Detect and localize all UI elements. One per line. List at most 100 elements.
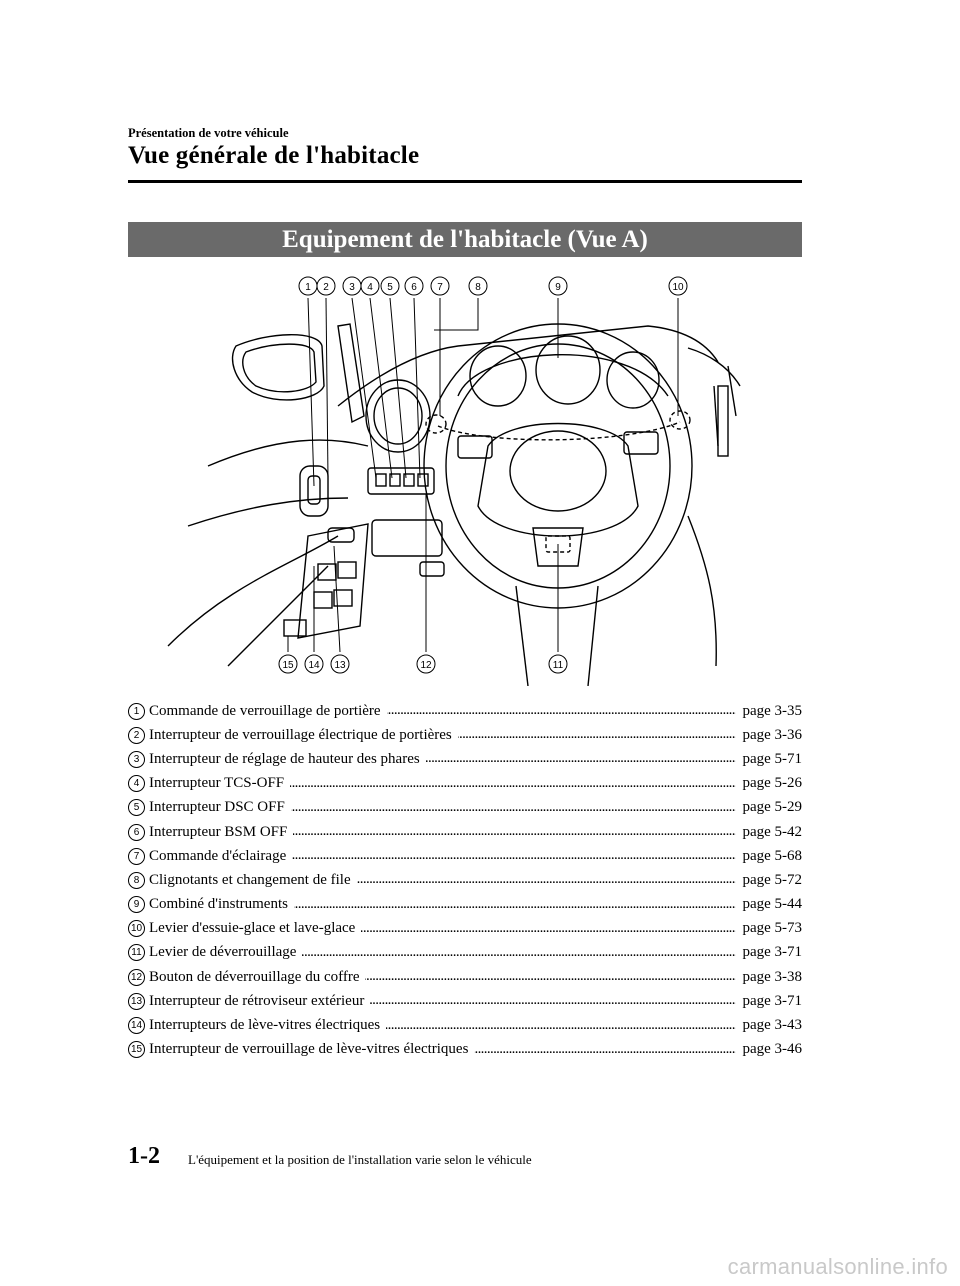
dot-leader	[294, 896, 736, 914]
item-number: 14	[128, 1017, 145, 1035]
page-reference: page 3-71	[742, 944, 802, 961]
item-label: Interrupteur de réglage de hauteur des p…	[149, 750, 420, 767]
page-reference: page 5-71	[742, 750, 802, 767]
callout-13: 13	[334, 660, 346, 671]
door-lock-drawing	[299, 465, 329, 517]
cabin-illustration: 1 2 3 4 5 6 7 8 9 10 11 12 13 14 15	[167, 276, 741, 686]
page-reference: page 3-43	[742, 1017, 802, 1034]
a-pillar-drawing	[337, 323, 365, 424]
item-number: 15	[128, 1041, 145, 1059]
page-reference: page 5-26	[742, 775, 802, 792]
page-reference: page 5-73	[742, 920, 802, 937]
dot-leader	[292, 847, 736, 865]
item-number: 12	[128, 968, 145, 986]
callout-9: 9	[555, 282, 561, 293]
item-label: Commande de verrouillage de portière	[149, 702, 381, 719]
callout-2: 2	[323, 282, 329, 293]
page-reference: page 5-42	[742, 823, 802, 840]
dot-leader	[474, 1041, 736, 1059]
item-label: Interrupteur de rétroviseur extérieur	[149, 992, 365, 1009]
item-label: Bouton de déverrouillage du coffre	[149, 968, 360, 985]
page-reference: page 3-36	[742, 726, 802, 743]
dot-leader	[290, 775, 736, 793]
item-label: Interrupteur BSM OFF	[149, 823, 288, 840]
footer-note: L'équipement et la position de l'install…	[188, 1152, 532, 1167]
page-reference: page 5-29	[742, 799, 802, 816]
callout-8: 8	[475, 282, 481, 293]
item-number: 13	[128, 992, 145, 1010]
section-banner: Equipement de l'habitacle (Vue A)	[128, 222, 802, 257]
page-title: Vue générale de l'habitacle	[128, 142, 420, 169]
dot-leader	[357, 871, 737, 889]
dot-leader	[387, 702, 737, 720]
callout-4: 4	[367, 282, 373, 293]
item-label: Commande d'éclairage	[149, 847, 287, 864]
watermark: carmanualsonline.info	[727, 1254, 948, 1279]
page-reference: page 5-44	[742, 896, 802, 913]
item-label: Interrupteur de verrouillage électrique …	[149, 726, 452, 743]
callout-10: 10	[672, 282, 684, 293]
item-label: Interrupteurs de lève-vitres électriques	[149, 1017, 381, 1034]
window-switch-panel-drawing	[297, 523, 369, 639]
release-lever-drawing	[545, 535, 571, 553]
dot-leader	[291, 799, 737, 817]
page-reference: page 5-68	[742, 847, 802, 864]
gauge-drawing	[469, 345, 527, 407]
callout-7: 7	[437, 282, 443, 293]
callout-5: 5	[387, 282, 393, 293]
item-number: 4	[128, 775, 145, 793]
item-label: Interrupteur DSC OFF	[149, 799, 285, 816]
callout-1: 1	[305, 282, 311, 293]
item-label: Interrupteur de verrouillage de lève-vit…	[149, 1041, 469, 1058]
item-number: 6	[128, 823, 145, 841]
page-reference: page 3-35	[742, 702, 802, 719]
callout-6: 6	[411, 282, 417, 293]
item-label: Levier de déverrouillage	[149, 944, 297, 961]
section-label: Présentation de votre véhicule	[128, 126, 289, 140]
title-divider	[128, 180, 802, 183]
trunk-release-drawing	[371, 519, 443, 557]
item-number: 8	[128, 871, 145, 889]
switch-block-drawing	[367, 467, 435, 495]
item-number: 10	[128, 920, 145, 938]
item-number: 2	[128, 726, 145, 744]
item-label: Clignotants et changement de file	[149, 871, 351, 888]
callout-11: 11	[553, 660, 564, 671]
item-label: Combiné d'instruments	[149, 896, 288, 913]
page-reference: page 3-38	[742, 968, 802, 985]
dot-leader	[458, 726, 737, 744]
dashboard-drawing	[337, 325, 719, 407]
item-number: 7	[128, 847, 145, 865]
item-label: Levier d'essuie-glace et lave-glace	[149, 920, 356, 937]
item-label: Interrupteur TCS-OFF	[149, 775, 285, 792]
item-number: 5	[128, 799, 145, 817]
page-number: 1-2	[128, 1143, 160, 1169]
callout-14: 14	[308, 660, 320, 671]
page-reference: page 3-46	[742, 1041, 802, 1058]
callout-3: 3	[349, 282, 355, 293]
dot-leader	[365, 968, 736, 986]
dot-leader	[370, 992, 736, 1010]
item-number: 3	[128, 750, 145, 768]
callout-15: 15	[282, 660, 294, 671]
callout-12: 12	[420, 660, 432, 671]
item-number: 1	[128, 702, 145, 720]
page-reference: page 3-71	[742, 992, 802, 1009]
dot-leader	[426, 750, 737, 768]
dot-leader	[302, 944, 736, 962]
page-reference: page 5-72	[742, 871, 802, 888]
